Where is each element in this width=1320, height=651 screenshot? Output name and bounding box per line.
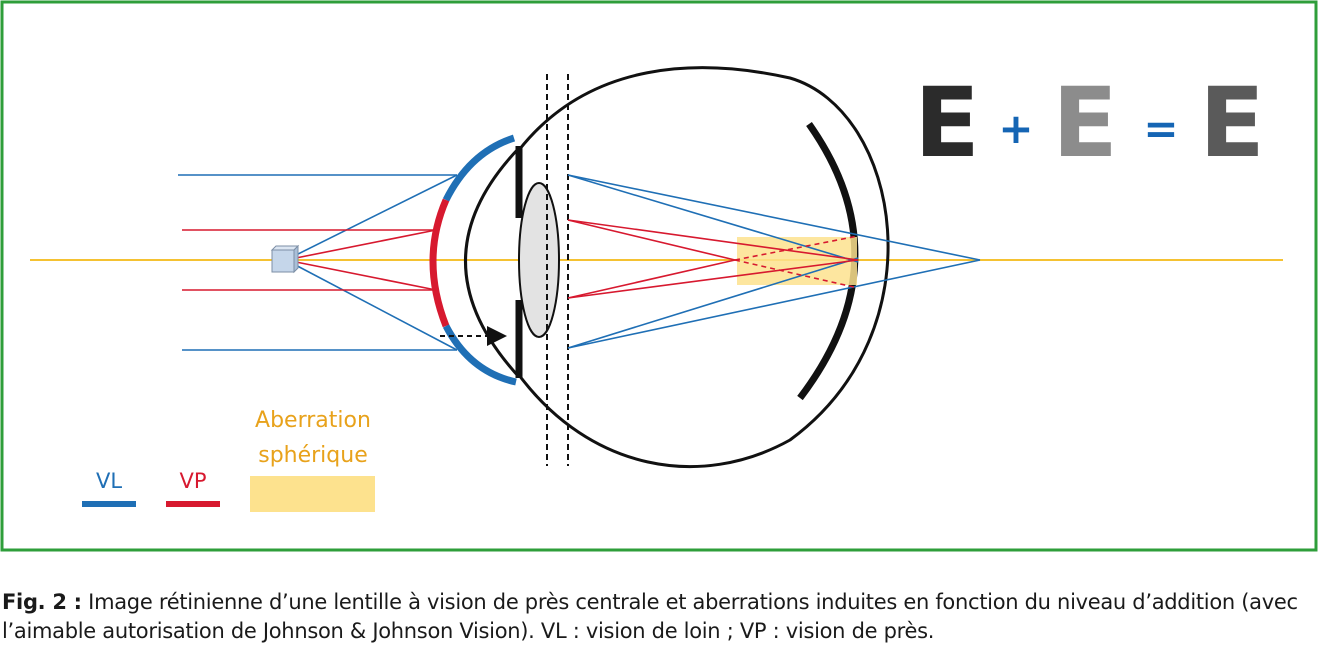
equation-plus: + (998, 104, 1033, 153)
legend-aberration-swatch (250, 476, 375, 512)
legend-vl-label: VL (96, 469, 122, 493)
cornea (464, 146, 521, 379)
crystalline-lens (518, 182, 560, 338)
contact-lens-far-upper (442, 134, 516, 202)
caption-text: Image rétinienne d’une lentille à vision… (2, 590, 1298, 643)
figure-frame (0, 0, 1318, 552)
legend: VL VP Aberration sphérique (82, 408, 375, 512)
eye-globe (517, 66, 890, 469)
legend-vp-label: VP (179, 469, 206, 493)
eye-diagram: E + E = E VL VP Aberration sphérique (0, 0, 1318, 552)
object-cube (270, 244, 300, 274)
legend-aberration-line2: sphérique (258, 443, 368, 468)
far-vision-rays (178, 174, 981, 351)
equation-result: E (1199, 67, 1265, 179)
contact-lens-near-zone (429, 198, 450, 328)
equation-term-1: E (914, 67, 980, 179)
near-vision-rays (182, 219, 859, 299)
contact-lens-far-lower (442, 324, 517, 386)
figure-caption: Fig. 2 : Image rétinienne d’une lentille… (2, 588, 1318, 646)
equation-equals: = (1143, 104, 1178, 153)
legend-aberration-line1: Aberration (255, 408, 371, 433)
caption-label: Fig. 2 : (2, 590, 82, 614)
equation-term-2: E (1052, 67, 1118, 179)
